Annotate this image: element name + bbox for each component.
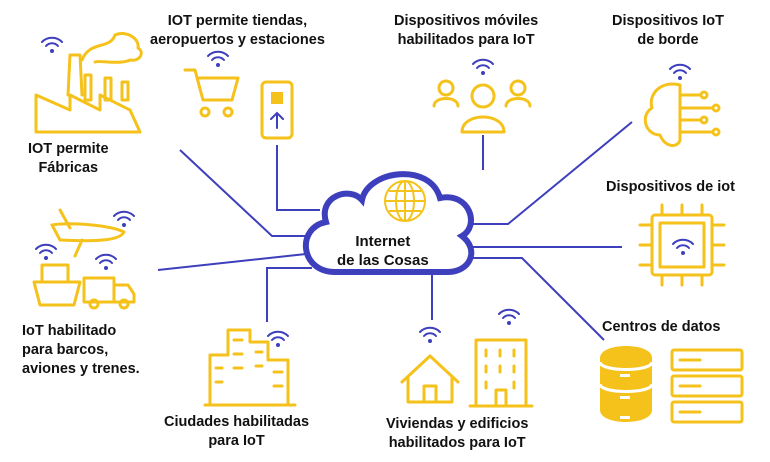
label-line: Dispositivos IoT [612,13,724,29]
label-ciudades: Ciudades habilitadas para IoT [164,413,309,451]
label-line: aeropuertos y estaciones [150,32,325,48]
shopping-cart-icon [183,50,240,118]
globe-icon [384,180,426,222]
city-icon [203,328,297,407]
label-line: aviones y trenes. [22,361,140,377]
label-transporte: IoT habilitado para barcos, aviones y tren… [22,322,140,379]
building-icon [468,308,534,408]
label-viviendas: Viviendas y edificios habilitados para Io… [386,415,528,453]
center-label: Internet de las Cosas [337,232,429,270]
cloud-shape [302,171,475,275]
connector-datos [466,257,605,341]
connector-ciudades [266,267,312,322]
connector-tiendas [276,145,320,211]
connector-transporte [157,253,307,271]
center-label-line2: de las Cosas [337,252,429,269]
users-icon [432,58,532,134]
center-label-line1: Internet [355,233,411,250]
label-line: Fábricas [38,160,99,176]
label-line: IOT permite tiendas, [167,13,308,29]
label-line: Viviendas y edificios [386,416,529,432]
smartphone-icon [260,80,294,140]
brain-circuit-icon [643,63,721,147]
label-line: habilitados para IoT [397,32,535,48]
label-line: para barcos, [22,342,109,358]
factory-icon [34,32,143,134]
label-moviles: Dispositivos móviles habilitados para IoT [394,12,538,50]
chip-icon [638,203,726,287]
label-line: habilitados para IoT [388,435,526,451]
label-line: Dispositivos de iot [606,179,735,195]
label-line: Dispositivos móviles [394,13,539,29]
label-datos: Centros de datos [602,318,720,337]
label-line: Centros de datos [602,319,721,335]
label-line: IOT permite [28,141,109,157]
label-tiendas: IOT permite tiendas, aeropuertos y estaci… [150,12,325,50]
connector-borde [466,121,633,225]
house-icon [400,326,460,404]
database-icon [598,346,654,422]
label-line: para IoT [208,433,265,449]
server-rack-icon [670,348,744,424]
plane-ship-truck-icon [32,208,136,310]
label-borde: Dispositivos IoT de borde [612,12,724,50]
connector-lines [157,121,633,341]
label-line: Ciudades habilitadas [164,414,310,430]
connector-fabricas [179,149,308,237]
label-iot: Dispositivos de iot [606,178,735,197]
label-line: de borde [637,32,699,48]
label-line: IoT habilitado [22,323,117,339]
